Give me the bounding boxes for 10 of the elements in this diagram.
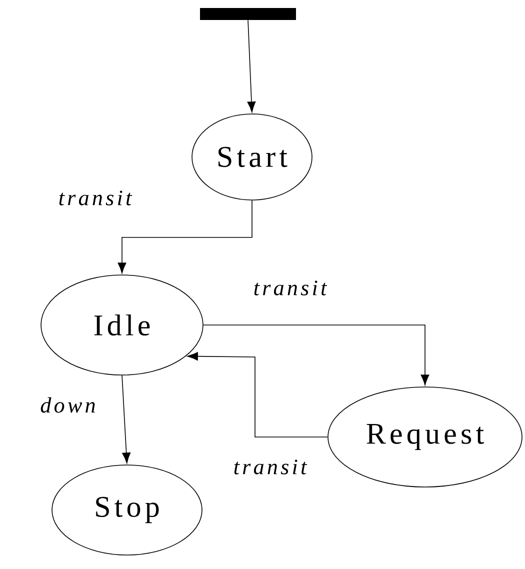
edge-label: transit — [254, 280, 328, 296]
edge-label: transit — [59, 190, 132, 206]
arrow — [122, 375, 131, 464]
arrow — [118, 200, 252, 274]
arrow — [203, 324, 430, 386]
arrow — [187, 352, 328, 438]
edge-label: transit — [234, 460, 308, 474]
arrow — [247, 20, 256, 112]
initial-bar — [200, 8, 296, 20]
edge-label: down — [40, 397, 95, 413]
